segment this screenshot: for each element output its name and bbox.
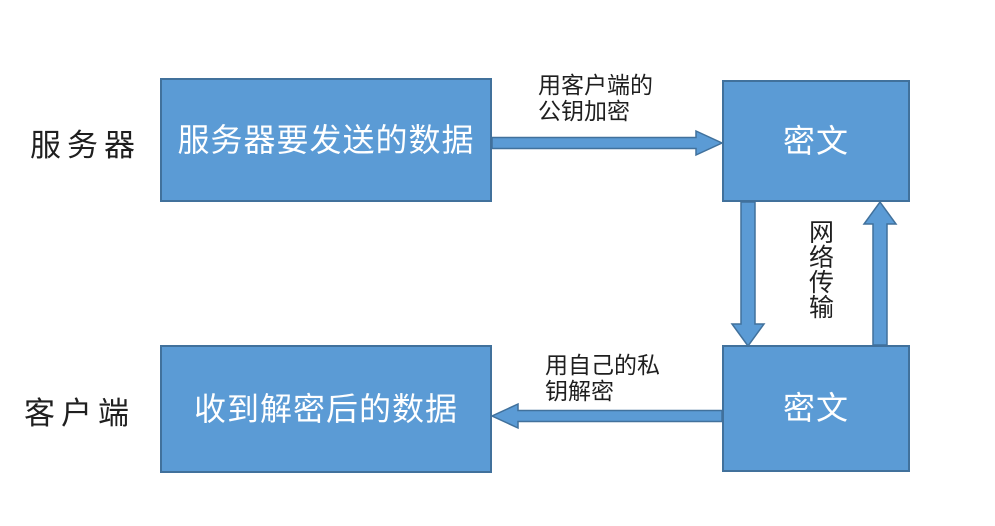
arrow-right-encrypt-icon bbox=[491, 129, 724, 157]
row-label-client: 客户端 bbox=[24, 396, 135, 432]
arrow-left-decrypt-icon bbox=[490, 402, 723, 430]
box-server-data: 服务器要发送的数据 bbox=[160, 78, 492, 202]
label-decrypt-with-own-private-key: 用自己的私 钥解密 bbox=[545, 353, 660, 406]
arrow-up-network-icon bbox=[862, 200, 898, 346]
box-server-data-label: 服务器要发送的数据 bbox=[177, 120, 475, 159]
row-label-server: 服务器 bbox=[30, 128, 141, 164]
box-ciphertext-top: 密文 bbox=[722, 80, 910, 202]
box-ciphertext-bottom: 密文 bbox=[722, 345, 910, 472]
box-ciphertext-bottom-label: 密文 bbox=[782, 389, 849, 428]
box-client-data-label: 收到解密后的数据 bbox=[193, 389, 458, 428]
arrow-down-network-icon bbox=[730, 201, 766, 348]
box-client-data: 收到解密后的数据 bbox=[160, 345, 492, 473]
label-encrypt-with-client-public-key: 用客户端的 公钥加密 bbox=[538, 73, 653, 126]
label-network-transmission: 网络传输 bbox=[805, 219, 835, 319]
box-ciphertext-top-label: 密文 bbox=[782, 121, 849, 160]
